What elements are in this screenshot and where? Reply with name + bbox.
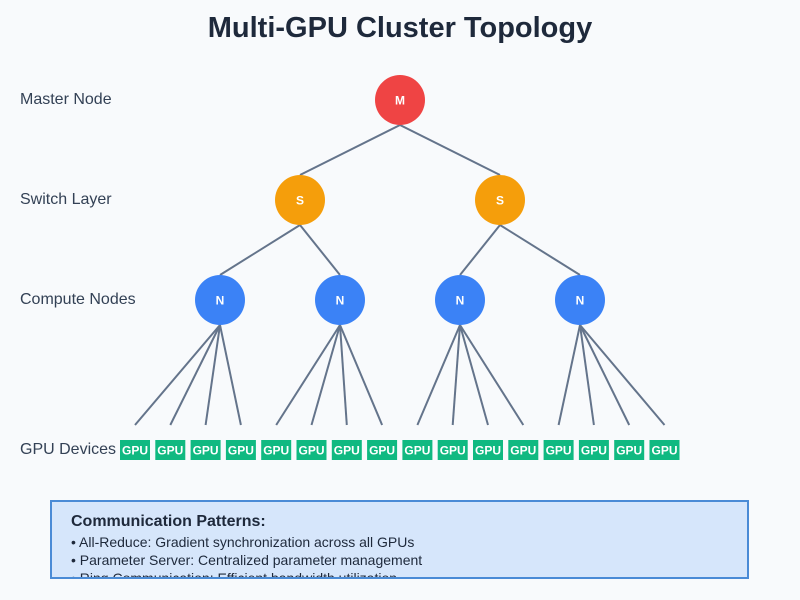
gpu-device-label: GPU: [404, 444, 430, 458]
compute-node-1: N: [315, 275, 365, 325]
compute-node-3: N: [555, 275, 605, 325]
gpu-device-6: GPU: [331, 440, 362, 460]
edge-compute-gpu-4: [275, 324, 341, 426]
info-item-all-reduce: • All-Reduce: Gradient synchronization a…: [71, 534, 415, 550]
layer-label-master: Master Node: [20, 91, 112, 108]
master-node: M: [375, 75, 425, 125]
edge-compute-gpu-9: [451, 324, 461, 426]
info-item-ring-communication: • Ring Communication: Efficient bandwidt…: [71, 570, 398, 579]
gpu-device-label: GPU: [263, 444, 289, 458]
gpu-device-label: GPU: [510, 444, 536, 458]
edge-switch-compute-0: [219, 224, 301, 276]
edge-compute-gpu-8: [416, 324, 461, 426]
gpu-device-15: GPU: [649, 440, 680, 460]
edge-compute-gpu-13: [579, 324, 595, 426]
gpu-device-8: GPU: [402, 440, 433, 460]
communication-patterns-box: Communication Patterns: • All-Reduce: Gr…: [50, 500, 749, 579]
gpu-device-13: GPU: [578, 440, 609, 460]
edge-compute-gpu-7: [339, 324, 384, 426]
master-node-label: M: [395, 94, 405, 108]
diagram-title: Multi-GPU Cluster Topology: [207, 12, 593, 44]
edge-compute-gpu-10: [459, 324, 489, 426]
compute-node-0-label: N: [216, 294, 225, 308]
gpu-device-2: GPU: [190, 440, 221, 460]
edge-switch-compute-1: [299, 224, 341, 276]
gpu-device-11: GPU: [508, 440, 539, 460]
gpu-device-label: GPU: [369, 444, 395, 458]
compute-node-0: N: [195, 275, 245, 325]
edge-compute-gpu-1: [169, 324, 221, 426]
gpu-device-label: GPU: [228, 444, 254, 458]
nodes-group: M S S N N N N GPU GPU GPU GPU GPU GPU GPU GPU GPU GPU GPU…: [120, 75, 680, 460]
compute-node-2: N: [435, 275, 485, 325]
gpu-device-label: GPU: [193, 444, 219, 458]
edge-compute-gpu-5: [310, 324, 341, 426]
gpu-device-9: GPU: [437, 440, 468, 460]
edge-compute-gpu-2: [204, 324, 221, 426]
edge-master-switch-0: [299, 124, 401, 176]
switch-node-0: S: [275, 175, 325, 225]
edge-compute-gpu-14: [579, 324, 631, 426]
gpu-device-label: GPU: [475, 444, 501, 458]
gpu-device-3: GPU: [225, 440, 256, 460]
layer-label-gpu: GPU Devices: [20, 441, 117, 458]
gpu-device-label: GPU: [334, 444, 360, 458]
switch-node-0-label: S: [296, 194, 304, 208]
gpu-device-0: GPU: [120, 440, 150, 460]
gpu-device-4: GPU: [261, 440, 292, 460]
edge-compute-gpu-11: [459, 324, 525, 426]
compute-node-3-label: N: [576, 294, 585, 308]
compute-node-2-label: N: [456, 294, 465, 308]
gpu-device-label: GPU: [616, 444, 642, 458]
edge-compute-gpu-15: [579, 324, 666, 426]
edge-master-switch-1: [399, 124, 501, 176]
edges-group: [134, 124, 666, 426]
gpu-device-10: GPU: [473, 440, 503, 460]
edge-compute-gpu-0: [134, 324, 221, 426]
layer-label-compute: Compute Nodes: [20, 291, 136, 308]
switch-node-1-label: S: [496, 194, 504, 208]
edge-switch-compute-3: [499, 224, 581, 276]
gpu-device-12: GPU: [543, 440, 574, 460]
edge-compute-gpu-12: [557, 324, 581, 426]
gpu-device-1: GPU: [155, 440, 186, 460]
layer-label-switch: Switch Layer: [20, 191, 112, 208]
gpu-device-label: GPU: [298, 444, 324, 458]
edge-compute-gpu-6: [339, 324, 348, 426]
switch-node-1: S: [475, 175, 525, 225]
info-title: Communication Patterns:: [71, 513, 266, 530]
gpu-device-label: GPU: [651, 444, 677, 458]
gpu-device-label: GPU: [546, 444, 572, 458]
info-item-parameter-server: • Parameter Server: Centralized paramete…: [71, 552, 423, 568]
gpu-device-7: GPU: [367, 440, 398, 460]
compute-node-1-label: N: [336, 294, 345, 308]
gpu-device-label: GPU: [581, 444, 607, 458]
gpu-device-label: GPU: [440, 444, 466, 458]
edge-compute-gpu-3: [219, 324, 242, 426]
gpu-device-label: GPU: [157, 444, 183, 458]
gpu-device-label: GPU: [122, 444, 148, 458]
edge-switch-compute-2: [459, 224, 501, 276]
gpu-device-14: GPU: [614, 440, 645, 460]
gpu-device-5: GPU: [296, 440, 327, 460]
